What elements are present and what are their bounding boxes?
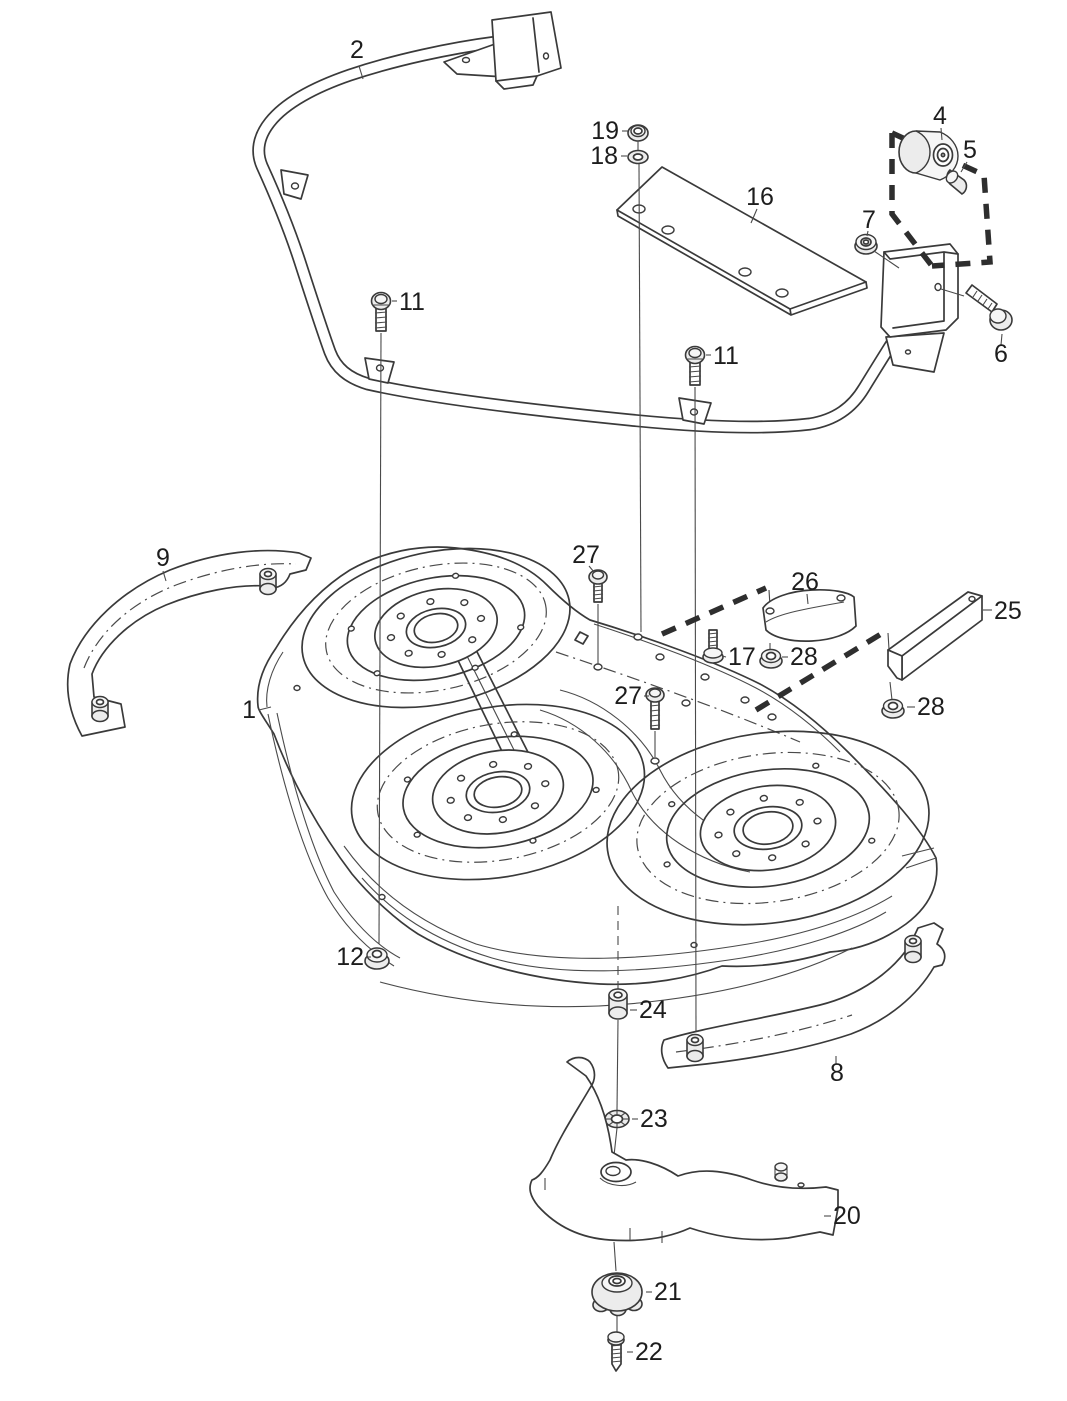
callout-21: 21 bbox=[646, 1278, 682, 1306]
callout-label: 19 bbox=[591, 117, 619, 145]
callout-2: 2 bbox=[350, 36, 364, 80]
part-5-spacer bbox=[945, 168, 968, 195]
callout-label: 11 bbox=[399, 288, 425, 316]
part-19-nut bbox=[627, 124, 649, 142]
part-2-frame bbox=[252, 11, 959, 434]
part-27-bolt-upper bbox=[588, 569, 608, 664]
callout-5: 5 bbox=[960, 136, 977, 173]
callout-4: 4 bbox=[933, 102, 947, 141]
callout-8: 8 bbox=[830, 1056, 844, 1087]
callout-label: 20 bbox=[833, 1202, 861, 1230]
part-23-washer bbox=[604, 1109, 630, 1129]
part-16-plate bbox=[616, 166, 868, 316]
assembly-dashes-25 bbox=[754, 628, 890, 713]
callout-23: 23 bbox=[632, 1105, 668, 1133]
callout-11-left: 11 bbox=[392, 288, 425, 316]
guard-dashed-outline bbox=[889, 130, 993, 269]
callout-17: 17 bbox=[721, 643, 756, 671]
callout-label: 27 bbox=[572, 541, 600, 569]
part-1-deck-housing bbox=[256, 546, 938, 1008]
part-4-roller bbox=[898, 130, 959, 181]
callout-27-upper: 27 bbox=[572, 541, 600, 573]
part-27-bolt-lower bbox=[645, 687, 665, 757]
callout-label: 2 bbox=[350, 36, 364, 64]
callout-label: 9 bbox=[156, 544, 170, 572]
frame-top-bracket bbox=[491, 11, 562, 90]
part-11-bolt-left bbox=[370, 291, 392, 945]
callout-label: 4 bbox=[933, 102, 947, 130]
deck-spindle-pod-left bbox=[350, 703, 646, 881]
part-28-nut-upper bbox=[759, 643, 783, 669]
part-17-bolt bbox=[702, 629, 724, 664]
callout-28-upper: 28 bbox=[782, 643, 818, 671]
frame-right-bracket-plate bbox=[885, 332, 945, 373]
part-8-brace-rear-right bbox=[660, 922, 946, 1069]
callout-22: 22 bbox=[627, 1338, 663, 1366]
callout-label: 28 bbox=[917, 693, 945, 721]
callout-label: 12 bbox=[336, 943, 364, 971]
callout-18: 18 bbox=[590, 142, 627, 170]
callout-9: 9 bbox=[156, 544, 170, 582]
callout-26: 26 bbox=[791, 568, 819, 605]
callout-16: 16 bbox=[746, 183, 774, 224]
callout-25: 25 bbox=[983, 597, 1022, 625]
part-20-brace-rear bbox=[529, 1056, 839, 1243]
callout-label: 25 bbox=[994, 597, 1022, 625]
callout-24: 24 bbox=[630, 996, 667, 1024]
part-25-bar bbox=[887, 591, 983, 701]
part-6-bolt bbox=[940, 284, 1013, 331]
callout-20: 20 bbox=[824, 1202, 861, 1230]
callout-19: 19 bbox=[591, 117, 628, 145]
part-7-nut bbox=[854, 233, 900, 269]
callout-6: 6 bbox=[994, 333, 1008, 368]
frame-tube bbox=[252, 35, 923, 434]
part-11-bolt-right bbox=[684, 345, 706, 1037]
callout-label: 23 bbox=[640, 1105, 668, 1133]
deck-plate-holes bbox=[293, 631, 777, 949]
callout-label: 1 bbox=[242, 696, 256, 724]
part-21-locknut bbox=[591, 1272, 643, 1317]
callout-label: 26 bbox=[791, 568, 819, 596]
callout-label: 18 bbox=[590, 142, 618, 170]
part-22-bolt bbox=[607, 1331, 625, 1372]
deck-spindle-pod-top bbox=[301, 547, 571, 709]
callout-label: 17 bbox=[728, 643, 756, 671]
part-9-brace-front-left bbox=[66, 549, 312, 737]
callout-12: 12 bbox=[336, 943, 371, 971]
callout-label: 16 bbox=[746, 183, 774, 211]
callout-label: 21 bbox=[654, 1278, 682, 1306]
callout-11-right: 11 bbox=[706, 342, 739, 370]
part-26-pad bbox=[762, 588, 857, 642]
callout-label: 11 bbox=[713, 342, 739, 370]
callout-label: 27 bbox=[614, 682, 642, 710]
callouts: 2 19 18 16 4 5 7 6 bbox=[156, 36, 1022, 1366]
callout-label: 22 bbox=[635, 1338, 663, 1366]
callout-label: 6 bbox=[994, 340, 1008, 368]
deck-spindle-pod-right bbox=[606, 730, 930, 926]
callout-7: 7 bbox=[862, 206, 876, 237]
part-12-nut bbox=[364, 947, 390, 970]
callout-28-lower: 28 bbox=[907, 693, 945, 721]
callout-label: 24 bbox=[639, 996, 667, 1024]
part-24-spacer bbox=[608, 988, 628, 1020]
callout-1: 1 bbox=[242, 696, 272, 724]
assembly-dashes-26 bbox=[660, 585, 771, 637]
assembly-line-18-deck bbox=[638, 163, 642, 633]
callout-label: 8 bbox=[830, 1059, 844, 1087]
callout-label: 28 bbox=[790, 643, 818, 671]
callout-label: 5 bbox=[963, 136, 977, 164]
callout-label: 7 bbox=[862, 206, 876, 234]
part-18-washer bbox=[627, 149, 649, 165]
callout-27-lower: 27 bbox=[614, 682, 649, 710]
part-28-nut-lower bbox=[881, 698, 905, 719]
